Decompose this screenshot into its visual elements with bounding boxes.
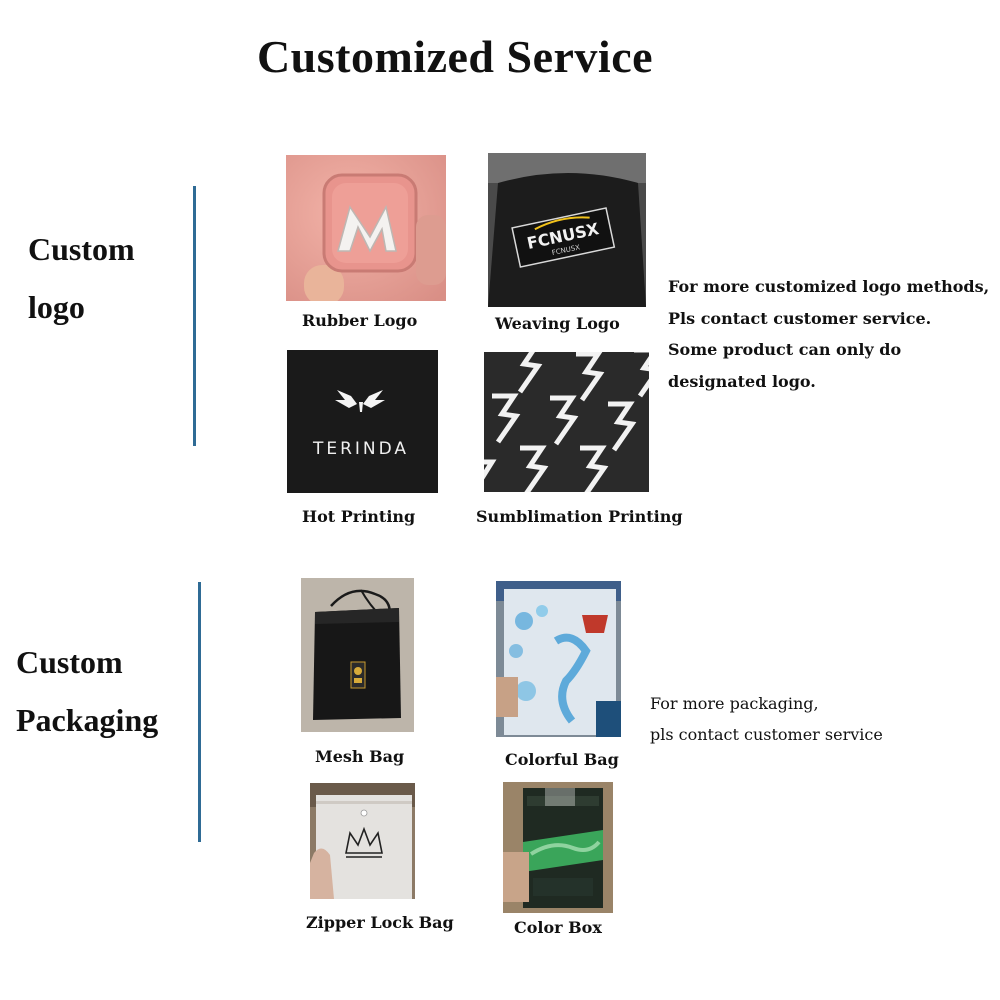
hot-printing-image: TERINDA <box>287 350 438 493</box>
packaging-section-divider <box>198 582 201 842</box>
page-title: Customized Service <box>256 31 654 82</box>
custom-packaging-heading-line2: Packaging <box>16 702 159 738</box>
rubber-logo-image <box>286 155 446 301</box>
logo-note-line3: Some product can only do <box>668 340 902 359</box>
hot-printing-caption: Hot Printing <box>302 507 416 526</box>
logo-note: For more customized logo methods, Pls co… <box>668 271 989 397</box>
zipper-lock-bag-image <box>310 783 415 899</box>
packaging-note-line2: pls contact customer service <box>650 725 883 744</box>
weaving-logo-image: FCNUSX FCNUSX <box>488 153 646 307</box>
logo-note-line1: For more customized logo methods, <box>668 277 990 296</box>
custom-logo-heading-line2: logo <box>28 289 85 325</box>
custom-packaging-heading-line1: Custom <box>16 644 123 680</box>
rubber-logo-caption: Rubber Logo <box>302 311 418 330</box>
custom-logo-heading: Custom logo <box>28 220 135 336</box>
mesh-bag-image <box>301 578 414 732</box>
colorful-bag-image <box>496 581 621 737</box>
packaging-note-line1: For more packaging, <box>650 694 819 713</box>
mesh-bag-caption: Mesh Bag <box>315 747 405 766</box>
custom-packaging-heading: Custom Packaging <box>16 633 158 749</box>
custom-logo-heading-line1: Custom <box>28 231 135 267</box>
color-box-image <box>503 782 613 913</box>
logo-section-divider <box>193 186 196 446</box>
color-box-caption: Color Box <box>514 918 602 937</box>
zipper-lock-bag-caption: Zipper Lock Bag <box>306 913 454 932</box>
sublimation-printing-image <box>484 352 649 492</box>
logo-note-line2: Pls contact customer service. <box>668 308 932 328</box>
sublimation-printing-caption: Sumblimation Printing <box>476 507 683 526</box>
hot-print-brand-text: TERINDA <box>312 439 409 459</box>
logo-note-line4: designated logo. <box>668 371 816 391</box>
weaving-logo-caption: Weaving Logo <box>495 314 620 333</box>
packaging-note: For more packaging, pls contact customer… <box>650 688 883 750</box>
colorful-bag-caption: Colorful Bag <box>505 750 619 769</box>
